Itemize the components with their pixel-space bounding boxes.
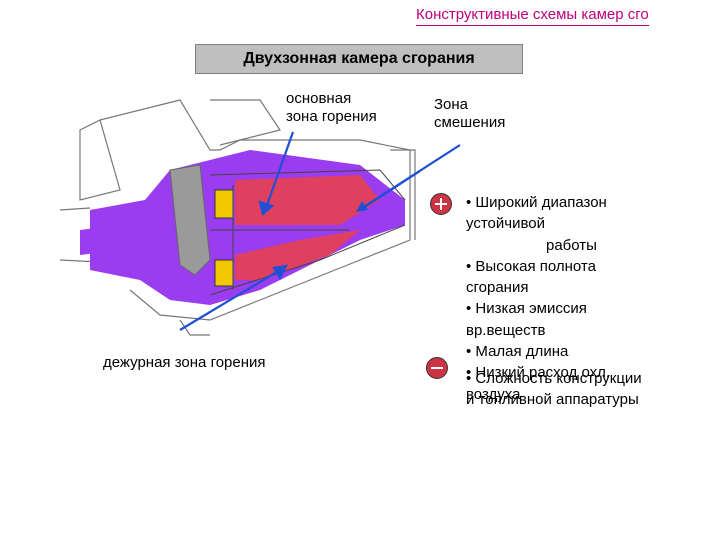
mix-zone-line-2: смешения bbox=[434, 114, 506, 131]
main-injector bbox=[214, 189, 234, 219]
main-zone-line-2: зона горения bbox=[286, 108, 377, 125]
mix-zone-label: Зона смешения bbox=[434, 96, 505, 132]
disadvantage-line: и топливной аппаратуры bbox=[466, 391, 639, 408]
slide-subtitle: Двухзонная камера сгорания bbox=[195, 44, 523, 74]
pilot-flame-zone bbox=[235, 230, 360, 280]
advantage-line: воздуха bbox=[466, 385, 521, 403]
mix-zone-line-1: Зона bbox=[434, 96, 469, 113]
pilot-injector bbox=[214, 259, 234, 287]
air-flow-inlet bbox=[80, 225, 120, 255]
mix-zone-arrow bbox=[356, 144, 461, 212]
main-flame-zone bbox=[235, 175, 380, 225]
advantage-line: устойчивой bbox=[466, 215, 545, 233]
advantage-line: • Широкий диапазон bbox=[466, 194, 607, 211]
liner-walls bbox=[209, 169, 406, 296]
advantage-line: сгорания bbox=[466, 279, 529, 297]
combustor-diagram bbox=[60, 99, 420, 336]
fuel-pylon bbox=[169, 164, 211, 276]
advantage-line: • Высокая полнота bbox=[466, 257, 596, 275]
disadvantage-line: • Сложность конструкции bbox=[466, 370, 642, 387]
advantage-line: вр.веществ bbox=[466, 321, 546, 339]
advantage-line: • Малая длина bbox=[466, 343, 569, 361]
casing-outline bbox=[60, 99, 416, 336]
advantage-line: • Низкая эмиссия bbox=[466, 300, 587, 318]
minus-icon bbox=[426, 357, 448, 379]
advantage-line: работы bbox=[546, 236, 597, 254]
plus-icon bbox=[430, 193, 452, 215]
main-zone-label: основная зона горения bbox=[286, 90, 377, 126]
page-title: Конструктивные схемы камер сго bbox=[416, 6, 649, 26]
advantages-list: • Широкий диапазон устойчивой работы • В… bbox=[466, 192, 716, 405]
pilot-zone-label: дежурная зона горения bbox=[103, 354, 266, 371]
main-zone-line-1: основная bbox=[286, 90, 352, 107]
disadvantages-list: • Сложность конструкции и топливной аппа… bbox=[466, 368, 642, 410]
advantage-line: • Низкий расход охл. bbox=[466, 364, 611, 382]
